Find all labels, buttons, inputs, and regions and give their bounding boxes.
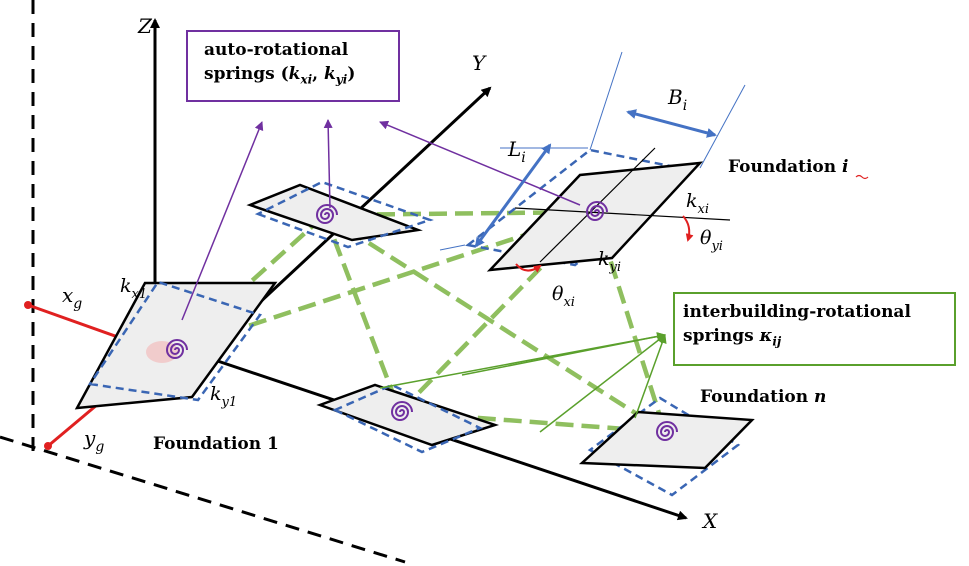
theta-yi-label: θyi [700, 227, 723, 254]
kxi-label: kxi [686, 190, 709, 217]
foundation-i-centerline-a [539, 147, 656, 263]
yg-axis-end [44, 442, 52, 450]
bi-label: Bi [667, 85, 687, 114]
foundation-3-dashed-outline [332, 383, 484, 454]
auto-rotational-line1: auto-rotational [204, 40, 349, 60]
xg-label: xg [62, 283, 82, 312]
foundation-3 [316, 383, 500, 454]
y-axis-label: Y [472, 51, 487, 75]
interbuilding-line1: interbuilding-rotational [683, 302, 911, 322]
xg-axis-end [24, 301, 32, 309]
foundation-1-spring-icon [165, 339, 188, 359]
theta-xi-rotation-arrow [515, 263, 542, 273]
theta-xi-label: θxi [552, 283, 575, 310]
ground-reference-dashed-line [0, 435, 406, 564]
foundation-1-outline [74, 281, 278, 410]
dimension-li [439, 143, 588, 251]
auto-rotational-callout: auto-rotational springs (kxi, kyi) [186, 30, 400, 102]
foundation-n-dashed-outline [587, 396, 741, 497]
foundation-2-dashed-outline [254, 180, 434, 249]
foundation-1-dashed-outline [87, 280, 263, 402]
bi-arrow [626, 109, 717, 138]
foundation-2-spring-icon [315, 204, 338, 224]
yg-label: yg [83, 426, 104, 455]
interbuilding-pointers [379, 332, 667, 433]
foundation-i-label: Foundation i [728, 157, 849, 177]
li-label: Li [507, 137, 526, 166]
foundation-1 [74, 280, 278, 410]
z-axis-label: Z [137, 14, 153, 38]
x-axis-label: X [701, 509, 718, 533]
interbuilding-line2: springs κij [683, 326, 782, 349]
foundation-n-label: Foundation n [700, 387, 826, 407]
foundation-2 [246, 180, 434, 249]
foundation-2-outline [246, 183, 423, 242]
dimension-bi [589, 51, 746, 169]
auto-rotational-line2: springs (kxi, kyi) [204, 64, 356, 87]
ky1-label: ky1 [210, 383, 237, 410]
foundation-3-spring-icon [390, 401, 413, 421]
li-arrow [474, 143, 552, 248]
interbuilding-rotational-callout: interbuilding-rotational springs κij [673, 292, 956, 366]
kx1-label: kx1 [120, 275, 147, 302]
foundation-n-spring-icon [655, 421, 678, 441]
foundation-1-label: Foundation 1 [153, 434, 279, 454]
foundation-n [578, 396, 755, 497]
foundation-i-spring-icon [585, 201, 608, 221]
kyi-label: kyi [598, 248, 621, 275]
foundation-i-index-squiggle [855, 174, 869, 180]
theta-yi-rotation-arrow [682, 215, 694, 242]
